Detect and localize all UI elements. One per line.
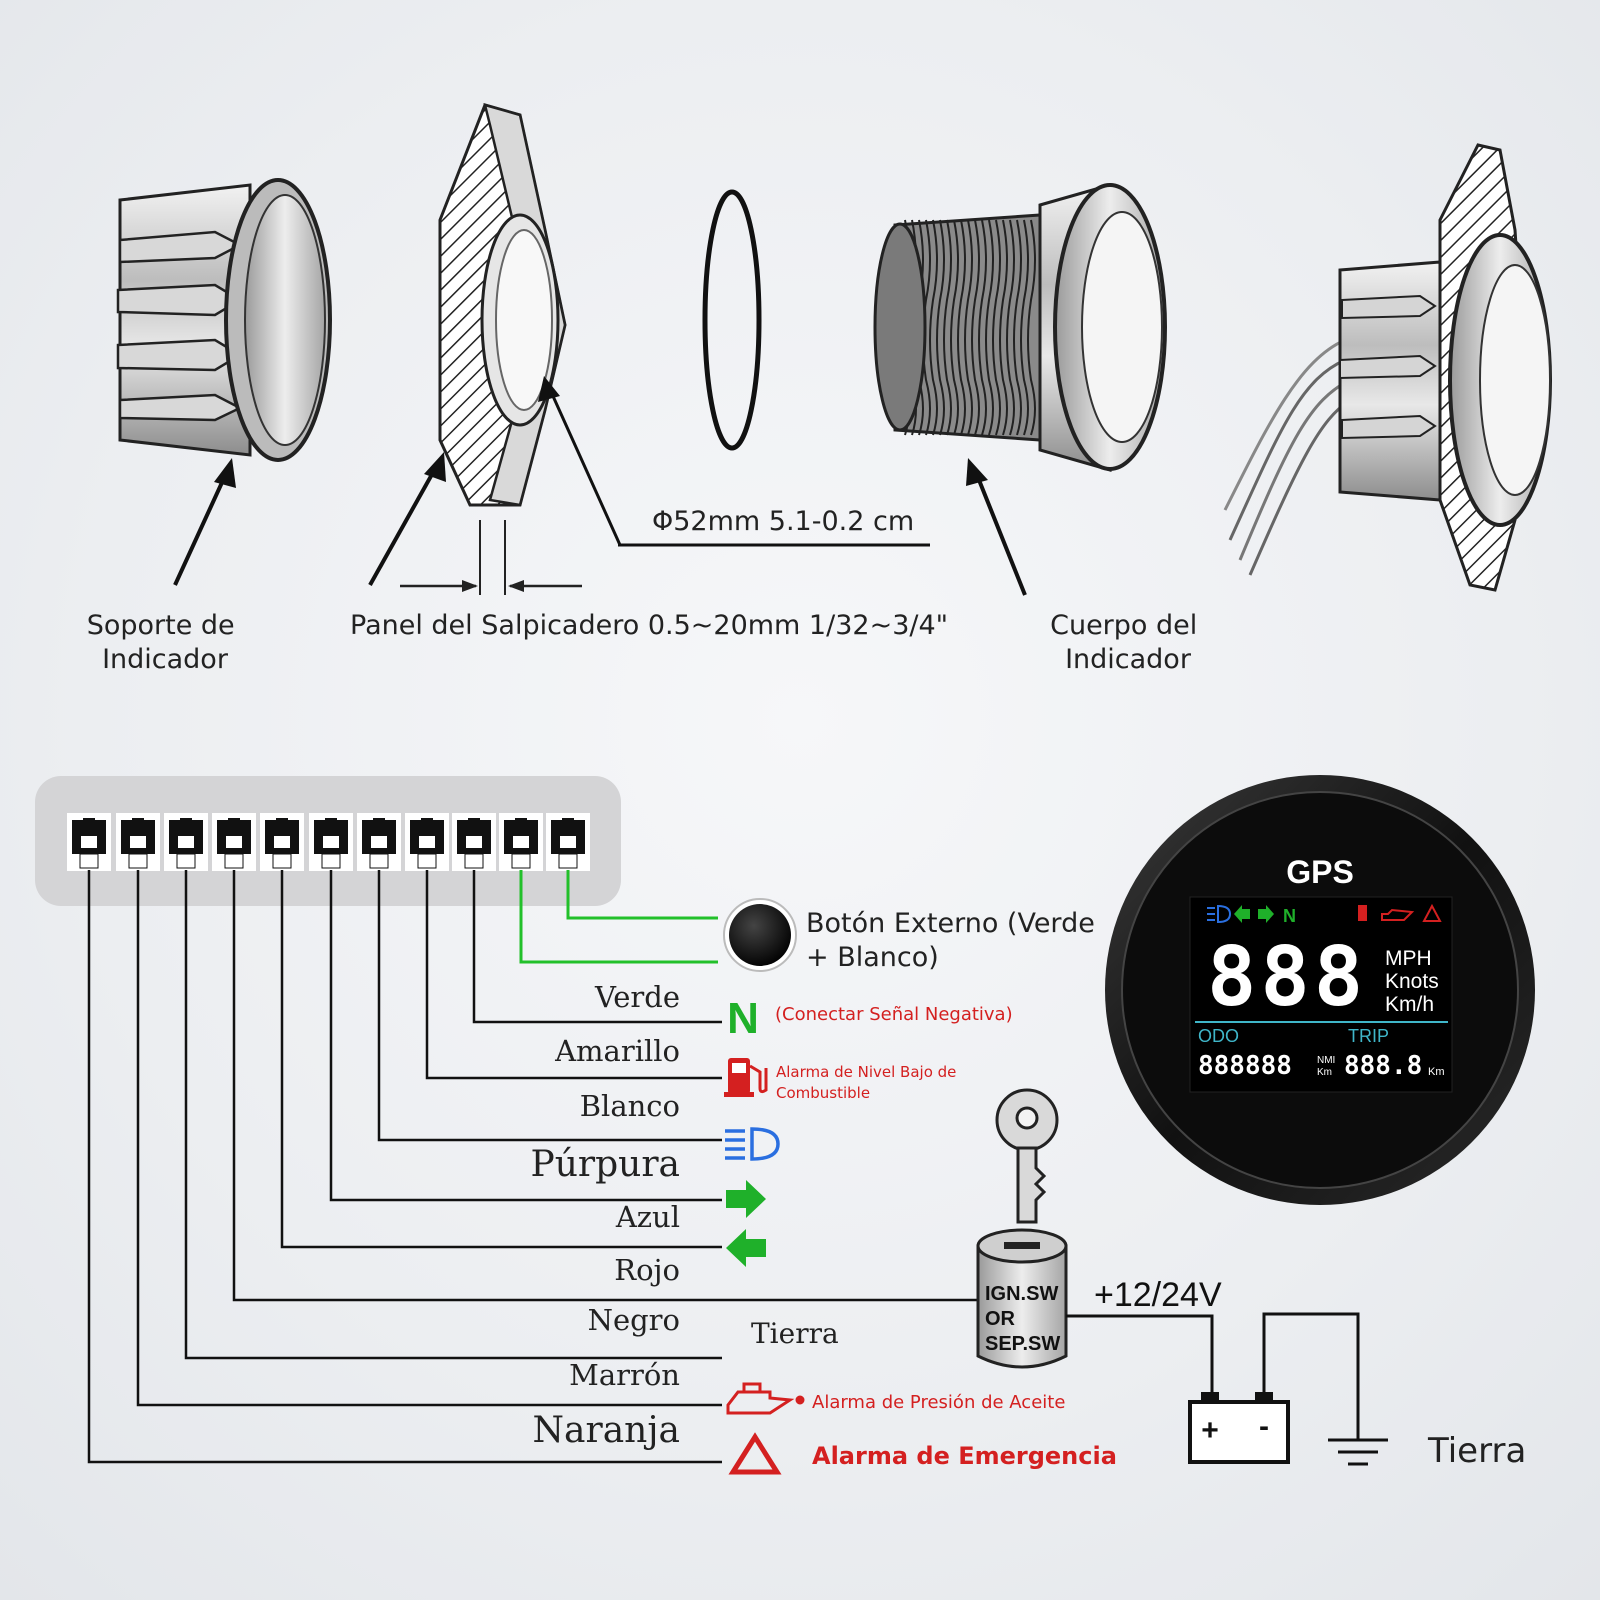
ground-wire-label: Tierra [751, 1317, 839, 1350]
wire [280, 870, 722, 1249]
wire [472, 870, 722, 1024]
battery-icon: + - [1188, 1392, 1290, 1464]
gauge-warning-icon [1422, 903, 1442, 922]
gps-gauge: GPS N 888 MPH Knots Km/h ODO TRIP 888888… [1105, 775, 1535, 1205]
connector-pin [405, 813, 449, 871]
wire-color-label: Amarillo [554, 1034, 680, 1068]
wire [87, 870, 722, 1464]
connector-pin [546, 813, 590, 871]
wire-color-label: Marrón [569, 1358, 680, 1392]
wire-color-label: Negro [588, 1303, 680, 1337]
power-lines [1066, 1312, 1360, 1440]
gauge-headlight-icon [1207, 904, 1232, 924]
wire [232, 870, 722, 1302]
ground-icon [1328, 1438, 1388, 1466]
connector-pin [116, 813, 160, 871]
assembled-gauge-part [1223, 143, 1552, 592]
wire-color-label: Naranja [533, 1410, 680, 1451]
emergency-alarm-text: Alarma de Emergencia [812, 1442, 1117, 1470]
odo-label: ODO [1198, 1026, 1239, 1046]
external-button[interactable] [723, 898, 797, 972]
button-wire [566, 870, 718, 920]
trip-label: TRIP [1348, 1026, 1389, 1046]
fuel-alarm-text: Alarma de Nivel Bajo de Combustible [776, 1063, 961, 1102]
gauge-right-arrow-icon [1258, 905, 1274, 923]
ignition-switch[interactable]: IGN.SW OR SEP.SW [976, 1228, 1068, 1369]
gauge-support-part [116, 178, 332, 586]
odo-digits: 888888 [1198, 1051, 1292, 1081]
oil-alarm-text: Alarma de Presión de Aceite [812, 1392, 1065, 1413]
fuel-pump-icon [724, 1058, 768, 1097]
connector-pin [357, 813, 401, 871]
trip-unit: Km [1428, 1066, 1445, 1078]
voltage-label: +12/24V [1094, 1276, 1222, 1314]
connector-pin [309, 813, 353, 871]
o-ring-part [702, 189, 762, 451]
diameter-label: Φ52mm 5.1-0.2 cm [652, 506, 914, 537]
svg-text:IGN.SW OR SEP.SW: IGN.SW OR SEP.SW [985, 1283, 1064, 1355]
wire [377, 870, 722, 1142]
neutral-signal-text: (Conectar Señal Negativa) [775, 1004, 1013, 1025]
connector-pin [499, 813, 543, 871]
odo-unit: NMI Km [1317, 1055, 1338, 1078]
body-label: Cuerpo del Indicador [1050, 610, 1206, 675]
connector-pins [67, 813, 590, 871]
svg-text:-: - [1259, 1410, 1269, 1443]
connector-pin [260, 813, 304, 871]
wire-color-label: Azul [615, 1200, 680, 1234]
wire-lines [87, 870, 978, 1464]
external-button-label: Botón Externo (Verde + Blanco) [806, 908, 1103, 973]
panel-label: Panel del Salpicadero 0.5~20mm 1/32~3/4" [350, 610, 948, 641]
wire [184, 870, 722, 1360]
left-arrow-icon [726, 1229, 766, 1267]
support-label: Soporte de Indicador [87, 610, 244, 675]
speed-units: MPH Knots Km/h [1385, 947, 1445, 1016]
wire [425, 870, 722, 1080]
connector-pin [67, 813, 111, 871]
connector-pin [452, 813, 496, 871]
n-neutral-icon: N [727, 994, 759, 1043]
key-icon [995, 1088, 1059, 1224]
gauge-body-part [873, 183, 1167, 596]
svg-text:+: + [1201, 1414, 1219, 1447]
right-arrow-icon [726, 1180, 766, 1218]
speed-digits: 888 [1207, 930, 1367, 1025]
gauge-fuel-icon [1358, 905, 1367, 921]
wire-color-label: Blanco [580, 1089, 680, 1123]
wire [329, 870, 722, 1202]
dashboard-panel-part [368, 103, 930, 595]
wire-color-label: Púrpura [530, 1144, 680, 1185]
trip-digits: 888.8 [1344, 1051, 1422, 1081]
oil-can-icon [726, 1382, 805, 1415]
gauge-left-arrow-icon [1234, 905, 1250, 923]
wire [136, 870, 722, 1407]
connector-pin [212, 813, 256, 871]
wire-color-label: Rojo [614, 1253, 680, 1287]
gauge-oil-icon [1381, 908, 1415, 921]
ground-label: Tierra [1427, 1431, 1526, 1471]
wire-color-label: Verde [594, 980, 680, 1014]
gauge-n-icon: N [1283, 906, 1296, 926]
headlight-icon [725, 1127, 780, 1161]
gauge-title: GPS [1286, 854, 1354, 890]
connector-pin [164, 813, 208, 871]
button-wire [519, 870, 718, 964]
warning-triangle-icon [728, 1432, 782, 1475]
